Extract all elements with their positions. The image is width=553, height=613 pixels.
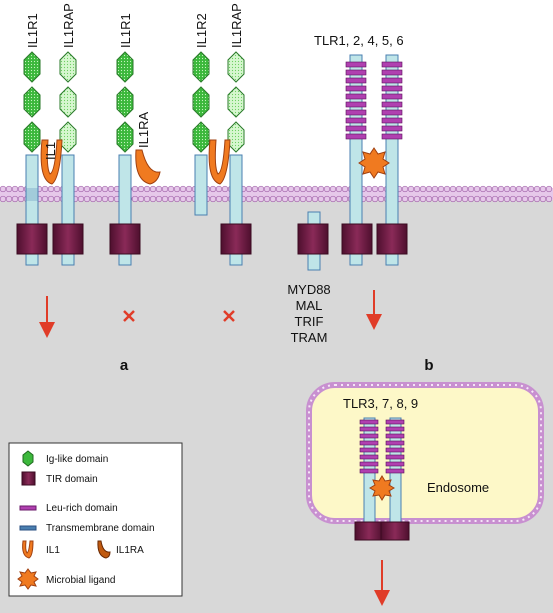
hexagon-icon [22, 450, 34, 467]
il1ra-icon [97, 540, 111, 559]
microbial-ligand-icon [358, 147, 390, 179]
legend-label-3: Transmembrane domain [46, 523, 155, 534]
label-tlr-endosome: TLR3, 7, 8, 9 [343, 396, 418, 411]
label-tlr-surface: TLR1, 2, 4, 5, 6 [314, 33, 404, 48]
tlr-surface-left [341, 54, 373, 266]
legend-label-4: IL1 [46, 545, 60, 556]
il1ra-ligand-icon [135, 149, 161, 185]
label-il1r1-a: IL1R1 [25, 13, 40, 48]
star-icon [17, 568, 39, 590]
legend-label-0: Ig-like domain [46, 454, 108, 465]
legend-label-5: IL1RA [116, 545, 144, 556]
label-il1rap-b: IL1RAP [229, 3, 244, 48]
label-myd88: MYD88 [287, 282, 330, 297]
legend: Ig-like domain TIR domain Leu-rich domai… [8, 442, 183, 597]
label-il1r2: IL1R2 [194, 13, 209, 48]
label-mal: MAL [296, 298, 323, 313]
receptor-il1rap-a [52, 51, 84, 266]
receptor-il1r2 [192, 51, 210, 216]
label-il1rap-a: IL1RAP [61, 3, 76, 48]
panel-label-a: a [120, 357, 129, 374]
il1-ligand-icon [40, 139, 63, 185]
label-tram: TRAM [291, 330, 328, 345]
bar-icon-tm [19, 525, 37, 531]
square-icon [21, 471, 36, 486]
il1-icon [22, 540, 34, 559]
receptor-il1r1-a [16, 51, 48, 266]
legend-label-1: TIR domain [46, 474, 98, 485]
plasma-membrane [0, 185, 553, 203]
blocked-x-icon-2 [223, 310, 235, 322]
legend-label-2: Leu-rich domain [46, 503, 118, 514]
il1-ligand-icon-b [208, 139, 231, 185]
legend-label-6: Microbial ligand [46, 575, 115, 586]
label-il1: IL1 [43, 142, 58, 160]
receptor-il1rap-b [220, 51, 252, 266]
label-endosome: Endosome [427, 480, 489, 495]
panel-label-b: b [424, 357, 433, 374]
microbial-ligand-icon-endosome [369, 475, 395, 501]
receptor-il1r1-b [109, 51, 141, 266]
label-il1ra: IL1RA [136, 112, 151, 148]
blocked-x-icon-1 [123, 310, 135, 322]
label-trif: TRIF [295, 314, 324, 329]
tlr-endosome-left [354, 417, 384, 541]
tlr-surface-right [376, 54, 408, 266]
label-il1r1-b: IL1R1 [118, 13, 133, 48]
tlr-endosome-right [380, 417, 410, 541]
adaptor-protein [297, 211, 329, 271]
bar-icon [19, 505, 37, 511]
